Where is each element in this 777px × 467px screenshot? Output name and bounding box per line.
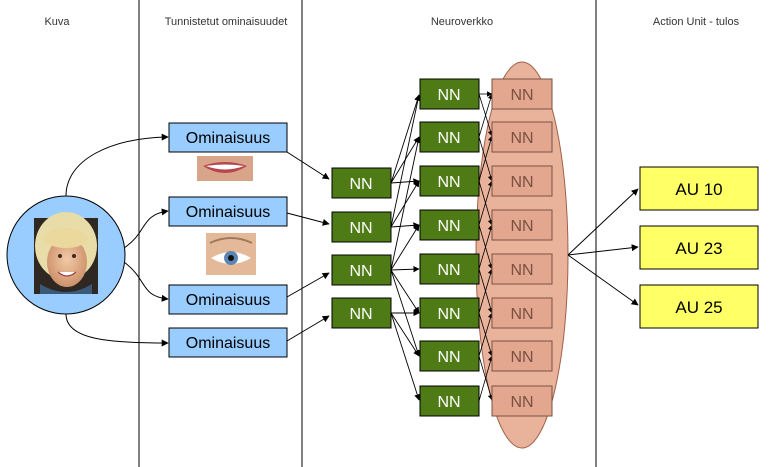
svg-text:NN: NN (510, 306, 533, 323)
nn-node: NN (491, 297, 553, 329)
nn-node: NN (491, 340, 553, 372)
feature-to-nn-arrows (286, 151, 330, 342)
nn-layer1-to-layer2-arrows (390, 94, 421, 401)
feature-label: Ominaisuus (186, 204, 270, 221)
eye-photo-icon (206, 233, 256, 275)
svg-text:NN: NN (349, 263, 372, 280)
column-title-features: Tunnistetut ominaisuudet (165, 16, 288, 28)
svg-text:NN: NN (349, 306, 372, 323)
nn-node: NN (331, 297, 392, 329)
feature-box-1: Ominaisuus (168, 122, 288, 153)
svg-text:NN: NN (437, 394, 460, 411)
au-box-2: AU 23 (639, 225, 759, 270)
nn-node: NN (419, 78, 480, 110)
feature-box-4: Ominaisuus (168, 327, 288, 358)
face-to-feature-arrows (65, 133, 169, 347)
mouth-photo-icon (197, 156, 253, 181)
au-box-1: AU 10 (639, 166, 759, 211)
nn-layer-1: NN NN NN NN (331, 167, 392, 329)
svg-text:NN: NN (437, 349, 460, 366)
nn-node: NN (491, 121, 553, 153)
au-label: AU 23 (675, 239, 722, 258)
feature-label: Ominaisuus (186, 130, 270, 147)
nn-node: NN (331, 167, 392, 199)
svg-text:NN: NN (437, 174, 460, 191)
svg-text:NN: NN (437, 87, 460, 104)
nn-node: NN (491, 209, 553, 241)
svg-text:NN: NN (510, 262, 533, 279)
nn-node: NN (419, 340, 480, 372)
nn-layer2-to-layer3-arrows (478, 91, 494, 402)
au-label: AU 10 (675, 180, 722, 199)
svg-text:NN: NN (510, 349, 533, 366)
nn-node: NN (331, 211, 392, 243)
au-box-3: AU 25 (639, 284, 759, 329)
au-label: AU 25 (675, 298, 722, 317)
column-title-image: Kuva (44, 16, 70, 28)
feature-box-2: Ominaisuus (168, 196, 288, 227)
nn-node: NN (419, 165, 480, 197)
nn-layer-2: NN NN NN NN NN NN NN NN (419, 78, 480, 417)
svg-text:NN: NN (349, 176, 372, 193)
svg-text:NN: NN (437, 218, 460, 235)
nn-node: NN (419, 121, 480, 153)
svg-text:NN: NN (349, 220, 372, 237)
svg-text:NN: NN (510, 130, 533, 147)
feature-box-3: Ominaisuus (168, 284, 288, 315)
feature-label: Ominaisuus (186, 335, 270, 352)
svg-text:NN: NN (510, 87, 533, 104)
face-image (6, 195, 126, 315)
nn-node: NN (491, 78, 553, 110)
column-title-result: Action Unit - tulos (653, 16, 740, 28)
svg-text:NN: NN (510, 394, 533, 411)
nn-node: NN (419, 209, 480, 241)
nn-node: NN (419, 385, 480, 417)
svg-text:NN: NN (437, 262, 460, 279)
svg-text:NN: NN (437, 306, 460, 323)
column-title-network: Neuroverkko (431, 16, 493, 28)
svg-text:NN: NN (510, 218, 533, 235)
nn-node: NN (419, 253, 480, 285)
nn-node: NN (491, 385, 553, 417)
svg-text:NN: NN (437, 130, 460, 147)
nn-node: NN (491, 253, 553, 285)
nn-layer-3: NN NN NN NN NN NN NN NN (491, 78, 553, 417)
feature-label: Ominaisuus (186, 292, 270, 309)
svg-text:NN: NN (510, 174, 533, 191)
nn-node: NN (491, 165, 553, 197)
nn-node: NN (331, 254, 392, 286)
ellipse-to-au-arrows (567, 188, 639, 306)
nn-node: NN (419, 297, 480, 329)
